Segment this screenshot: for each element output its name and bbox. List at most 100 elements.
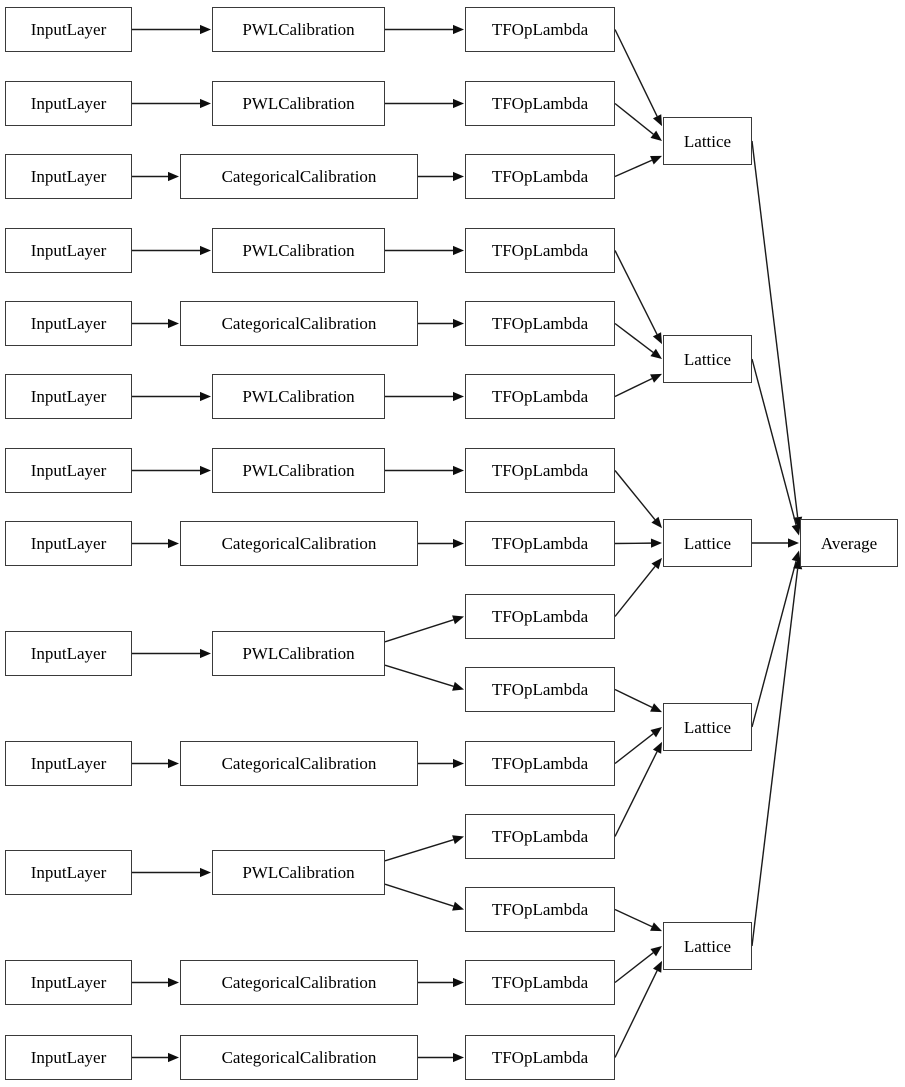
node-label: TFOpLambda (491, 167, 589, 186)
arrowhead-cal9-to-op9 (452, 615, 464, 625)
node-calibration-layer-cal4[interactable]: PWLCalibration (212, 228, 385, 273)
node-tf-op-lambda-layer-op11[interactable]: TFOpLambda (465, 741, 615, 786)
node-input-layer-in10[interactable]: InputLayer (5, 741, 132, 786)
edge-cal9-to-op10 (384, 664, 454, 687)
arrowhead-in6-to-cal6 (200, 391, 211, 402)
node-tf-op-lambda-layer-op14[interactable]: TFOpLambda (465, 960, 615, 1005)
node-label: InputLayer (30, 461, 107, 480)
arrowhead-op12-to-lat4 (652, 741, 662, 754)
node-calibration-layer-cal1[interactable]: PWLCalibration (212, 7, 385, 52)
node-calibration-layer-cal13[interactable]: CategoricalCalibration (180, 1035, 418, 1080)
node-tf-op-lambda-layer-op1[interactable]: TFOpLambda (465, 7, 615, 52)
node-tf-op-lambda-layer-op10[interactable]: TFOpLambda (465, 667, 615, 712)
node-tf-op-lambda-layer-op12[interactable]: TFOpLambda (465, 814, 615, 859)
node-calibration-layer-cal3[interactable]: CategoricalCalibration (180, 154, 418, 199)
node-tf-op-lambda-layer-op3[interactable]: TFOpLambda (465, 154, 615, 199)
node-calibration-layer-cal2[interactable]: PWLCalibration (212, 81, 385, 126)
node-calibration-layer-cal5[interactable]: CategoricalCalibration (180, 301, 418, 346)
node-lattice-layer-lat5[interactable]: Lattice (663, 922, 752, 970)
edge-lat4-to-avg (751, 560, 797, 728)
node-label: TFOpLambda (491, 241, 589, 260)
node-tf-op-lambda-layer-op9[interactable]: TFOpLambda (465, 594, 615, 639)
arrowhead-in4-to-cal4 (200, 245, 211, 256)
arrowhead-cal4-to-op4 (453, 245, 464, 256)
node-calibration-layer-cal7[interactable]: PWLCalibration (212, 448, 385, 493)
node-label: Average (820, 533, 878, 553)
node-label: TFOpLambda (491, 314, 589, 333)
node-label: Lattice (683, 131, 732, 151)
node-input-layer-in6[interactable]: InputLayer (5, 374, 132, 419)
node-calibration-layer-cal12[interactable]: CategoricalCalibration (180, 960, 418, 1005)
node-label: PWLCalibration (242, 241, 355, 260)
node-label: CategoricalCalibration (221, 167, 377, 186)
arrowhead-op8-to-lat3 (650, 538, 662, 548)
node-calibration-layer-cal8[interactable]: CategoricalCalibration (180, 521, 418, 566)
node-label: TFOpLambda (491, 607, 589, 626)
node-calibration-layer-cal10[interactable]: CategoricalCalibration (180, 741, 418, 786)
node-input-layer-in11[interactable]: InputLayer (5, 850, 132, 895)
node-label: PWLCalibration (242, 20, 355, 39)
node-input-layer-in5[interactable]: InputLayer (5, 301, 132, 346)
node-calibration-layer-cal11[interactable]: PWLCalibration (212, 850, 385, 895)
node-tf-op-lambda-layer-op8[interactable]: TFOpLambda (465, 521, 615, 566)
node-label: TFOpLambda (491, 1048, 589, 1067)
node-input-layer-in9[interactable]: InputLayer (5, 631, 132, 676)
arrowhead-in11-to-cal11 (200, 867, 211, 878)
node-label: CategoricalCalibration (221, 534, 377, 553)
edge-cal9-to-op9 (384, 619, 454, 643)
node-tf-op-lambda-layer-op15[interactable]: TFOpLambda (465, 1035, 615, 1080)
arrowhead-in5-to-cal5 (168, 318, 179, 329)
node-tf-op-lambda-layer-op6[interactable]: TFOpLambda (465, 374, 615, 419)
node-label: InputLayer (30, 754, 107, 773)
node-label: Lattice (683, 533, 732, 553)
arrowhead-op11-to-lat4 (650, 727, 662, 738)
node-tf-op-lambda-layer-op4[interactable]: TFOpLambda (465, 228, 615, 273)
node-input-layer-in8[interactable]: InputLayer (5, 521, 132, 566)
node-label: PWLCalibration (242, 461, 355, 480)
edge-op4-to-lat2 (614, 250, 658, 335)
node-label: InputLayer (30, 20, 107, 39)
node-input-layer-in13[interactable]: InputLayer (5, 1035, 132, 1080)
node-label: InputLayer (30, 94, 107, 113)
node-lattice-layer-lat2[interactable]: Lattice (663, 335, 752, 383)
node-label: InputLayer (30, 644, 107, 663)
node-calibration-layer-cal6[interactable]: PWLCalibration (212, 374, 385, 419)
arrowhead-op4-to-lat2 (652, 332, 662, 345)
node-tf-op-lambda-layer-op13[interactable]: TFOpLambda (465, 887, 615, 932)
node-label: InputLayer (30, 1048, 107, 1067)
node-label: Lattice (683, 936, 732, 956)
node-input-layer-in1[interactable]: InputLayer (5, 7, 132, 52)
node-input-layer-in2[interactable]: InputLayer (5, 81, 132, 126)
edge-op10-to-lat4 (614, 688, 653, 709)
arrowhead-op5-to-lat2 (650, 348, 662, 359)
arrowhead-cal7-to-op7 (453, 465, 464, 476)
node-average-layer-avg[interactable]: Average (800, 519, 898, 567)
node-label: InputLayer (30, 387, 107, 406)
node-input-layer-in3[interactable]: InputLayer (5, 154, 132, 199)
node-tf-op-lambda-layer-op5[interactable]: TFOpLambda (465, 301, 615, 346)
node-label: Lattice (683, 349, 732, 369)
node-tf-op-lambda-layer-op2[interactable]: TFOpLambda (465, 81, 615, 126)
arrowhead-cal11-to-op13 (452, 901, 464, 911)
node-label: CategoricalCalibration (221, 314, 377, 333)
edge-cal11-to-op13 (384, 883, 454, 907)
node-label: CategoricalCalibration (221, 973, 377, 992)
node-label: TFOpLambda (491, 827, 589, 846)
node-input-layer-in4[interactable]: InputLayer (5, 228, 132, 273)
arrowhead-cal3-to-op3 (453, 171, 464, 182)
arrowhead-cal9-to-op10 (452, 681, 464, 691)
node-tf-op-lambda-layer-op7[interactable]: TFOpLambda (465, 448, 615, 493)
node-lattice-layer-lat4[interactable]: Lattice (663, 703, 752, 751)
node-calibration-layer-cal9[interactable]: PWLCalibration (212, 631, 385, 676)
node-input-layer-in7[interactable]: InputLayer (5, 448, 132, 493)
node-input-layer-in12[interactable]: InputLayer (5, 960, 132, 1005)
node-label: InputLayer (30, 973, 107, 992)
arrowhead-op13-to-lat5 (650, 922, 662, 932)
node-label: TFOpLambda (491, 534, 589, 553)
node-lattice-layer-lat1[interactable]: Lattice (663, 117, 752, 165)
arrowhead-in9-to-cal9 (200, 648, 211, 659)
node-lattice-layer-lat3[interactable]: Lattice (663, 519, 752, 567)
arrowhead-cal6-to-op6 (453, 391, 464, 402)
